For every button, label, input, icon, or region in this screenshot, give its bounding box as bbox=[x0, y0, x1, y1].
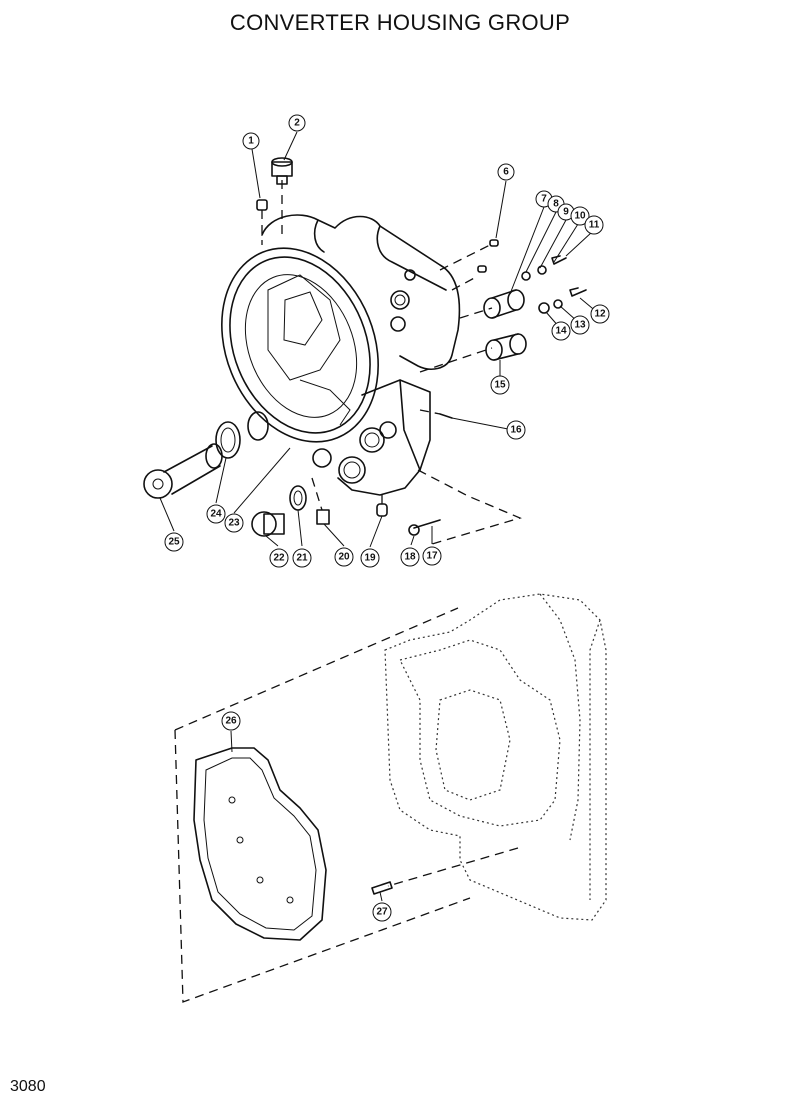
svg-text:14: 14 bbox=[555, 326, 567, 337]
svg-text:20: 20 bbox=[338, 552, 350, 563]
callout-23: 23 bbox=[224, 513, 244, 533]
svg-text:7: 7 bbox=[541, 194, 547, 205]
svg-text:19: 19 bbox=[364, 553, 376, 564]
callout-1: 1 bbox=[242, 132, 260, 150]
svg-text:9: 9 bbox=[563, 207, 569, 218]
callout-10: 10 bbox=[570, 206, 590, 226]
callout-25: 25 bbox=[164, 532, 184, 552]
page-title: CONVERTER HOUSING GROUP bbox=[229, 10, 571, 35]
callout-11: 11 bbox=[584, 215, 604, 235]
page-number: 3080 bbox=[10, 1078, 46, 1095]
callout-15: 15 bbox=[490, 375, 510, 395]
svg-text:16: 16 bbox=[510, 425, 522, 436]
callout-27: 27 bbox=[372, 902, 392, 922]
svg-text:11: 11 bbox=[589, 220, 600, 231]
svg-text:2: 2 bbox=[294, 118, 300, 129]
svg-text:13: 13 bbox=[574, 320, 586, 331]
callout-21: 21 bbox=[292, 548, 312, 568]
gasket bbox=[193, 747, 327, 941]
svg-text:18: 18 bbox=[404, 552, 416, 563]
svg-text:23: 23 bbox=[228, 518, 240, 529]
transmission-case-phantom bbox=[384, 593, 607, 921]
callout-14: 14 bbox=[551, 321, 571, 341]
svg-text:1: 1 bbox=[248, 136, 254, 147]
callout-6: 6 bbox=[497, 163, 515, 181]
svg-text:22: 22 bbox=[273, 553, 285, 564]
svg-text:26: 26 bbox=[225, 716, 237, 727]
callout-13: 13 bbox=[570, 315, 590, 335]
svg-text:24: 24 bbox=[210, 509, 222, 520]
callout-12: 12 bbox=[590, 304, 610, 324]
converter-housing bbox=[221, 180, 522, 545]
svg-text:8: 8 bbox=[553, 199, 559, 210]
callout-18: 18 bbox=[400, 547, 420, 567]
callout-26: 26 bbox=[221, 711, 241, 731]
leader-lines bbox=[159, 131, 599, 902]
svg-text:12: 12 bbox=[594, 309, 606, 320]
svg-text:21: 21 bbox=[296, 553, 308, 564]
small-parts bbox=[143, 157, 587, 537]
callout-19: 19 bbox=[360, 548, 380, 568]
svg-text:15: 15 bbox=[494, 380, 506, 391]
callout-17: 17 bbox=[422, 546, 442, 566]
callout-24: 24 bbox=[206, 504, 226, 524]
callout-2: 2 bbox=[288, 114, 306, 132]
svg-text:10: 10 bbox=[574, 211, 586, 222]
callout-16: 16 bbox=[506, 420, 526, 440]
svg-text:17: 17 bbox=[426, 551, 438, 562]
svg-text:27: 27 bbox=[376, 907, 388, 918]
callout-22: 22 bbox=[269, 548, 289, 568]
callout-20: 20 bbox=[334, 547, 354, 567]
svg-text:25: 25 bbox=[168, 537, 180, 548]
svg-text:6: 6 bbox=[503, 167, 509, 178]
